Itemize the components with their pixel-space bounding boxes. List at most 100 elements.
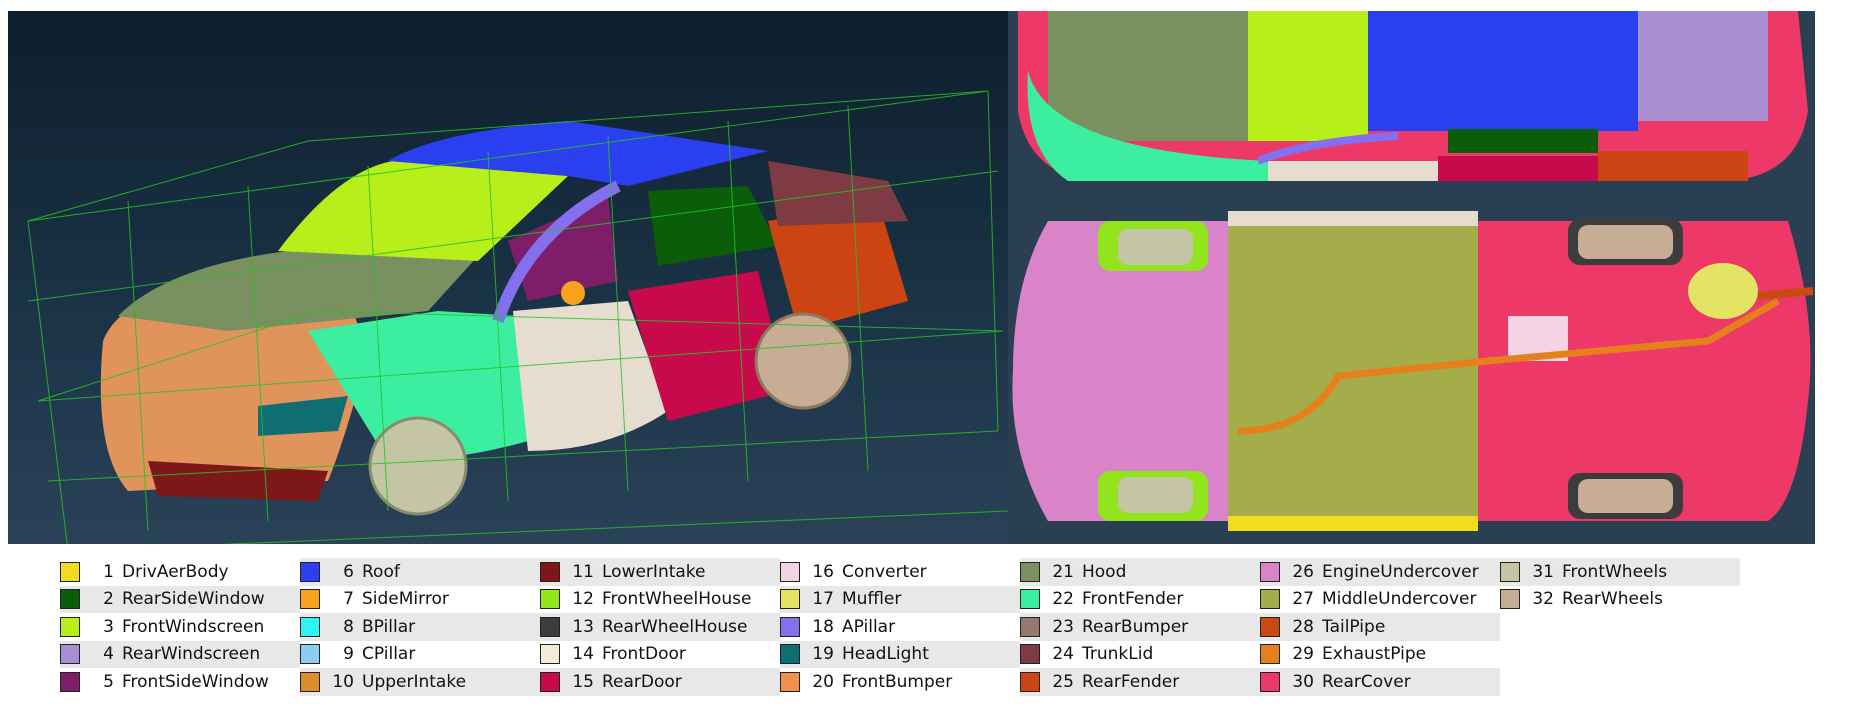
roof	[388, 121, 768, 186]
legend-number: 26	[1292, 561, 1314, 582]
legend-label: FrontFender	[1082, 589, 1184, 610]
legend-swatch	[780, 561, 800, 582]
legend-label: FrontWheelHouse	[602, 589, 752, 610]
side-mirror	[561, 281, 585, 305]
legend-label: HeadLight	[842, 644, 929, 665]
legend-number: 15	[572, 671, 594, 692]
legend-number: 6	[343, 561, 354, 582]
legend-number: 5	[103, 671, 114, 692]
legend-swatch	[60, 616, 80, 637]
legend-label: FrontWheels	[1562, 561, 1668, 582]
legend-swatch	[780, 589, 800, 610]
perspective-view	[27, 90, 1008, 544]
lower-intake	[148, 461, 328, 501]
front-wheel	[368, 416, 468, 516]
legend-swatch	[1260, 616, 1280, 637]
legend-number: 4	[103, 644, 114, 665]
legend-label: FrontBumper	[842, 671, 953, 692]
legend-swatch	[540, 671, 560, 692]
legend-label: RearBumper	[1082, 616, 1189, 637]
rear-door	[628, 271, 788, 421]
legend-item: 27 MiddleUndercover	[1260, 586, 1500, 614]
legend-number: 11	[572, 561, 594, 582]
legend-number: 18	[812, 616, 834, 637]
legend-swatch	[1020, 644, 1040, 665]
legend-number: 8	[343, 616, 354, 637]
legend-label: Muffler	[842, 589, 902, 610]
legend-number: 3	[103, 616, 114, 637]
legend-label: BPillar	[362, 616, 416, 637]
legend-item: 18 APillar	[780, 613, 1020, 641]
legend-label: RearFender	[1082, 671, 1180, 692]
legend-swatch	[1020, 616, 1040, 637]
legend-swatch	[300, 644, 320, 665]
rear-side-window	[648, 186, 778, 266]
legend-label: RearSideWindow	[122, 589, 265, 610]
bottom-view	[1008, 201, 1815, 544]
legend-swatch	[1500, 561, 1520, 582]
a-pillar	[492, 180, 621, 323]
legend-number: 24	[1052, 644, 1074, 665]
render-viewport	[8, 11, 1815, 544]
legend-label: Hood	[1082, 561, 1127, 582]
legend-swatch	[1020, 561, 1040, 582]
legend-number: 14	[572, 644, 594, 665]
legend-swatch	[1260, 561, 1280, 582]
legend-swatch	[1020, 671, 1040, 692]
legend-number: 10	[332, 671, 354, 692]
legend-number: 16	[812, 561, 834, 582]
legend-number: 23	[1052, 616, 1074, 637]
legend-label: FrontDoor	[602, 644, 686, 665]
legend-label: CPillar	[362, 644, 416, 665]
headlight	[258, 396, 348, 436]
legend-item: 8 BPillar	[300, 613, 540, 641]
rear-fender	[768, 201, 908, 331]
legend-number: 29	[1292, 644, 1314, 665]
trunk	[768, 161, 908, 226]
legend-item: 32 RearWheels	[1500, 586, 1740, 614]
legend-label: Converter	[842, 561, 927, 582]
legend-number: 1	[103, 561, 114, 582]
legend-swatch	[300, 616, 320, 637]
legend-label: TrunkLid	[1082, 644, 1154, 665]
legend-number: 27	[1292, 589, 1314, 610]
legend-label: APillar	[842, 616, 896, 637]
legend-swatch	[1260, 644, 1280, 665]
legend-number: 21	[1052, 561, 1074, 582]
legend-label: UpperIntake	[362, 671, 467, 692]
legend-item: 2 RearSideWindow	[60, 585, 300, 613]
legend-swatch	[540, 616, 560, 637]
legend-number: 32	[1532, 589, 1554, 610]
legend-label: RearWheels	[1562, 589, 1663, 610]
front-fender	[308, 311, 528, 461]
legend-item: 24 TrunkLid	[1020, 641, 1260, 669]
legend-label: RearDoor	[602, 671, 682, 692]
legend-number: 13	[572, 616, 594, 637]
legend-number: 2	[103, 589, 114, 610]
legend-item: 3 FrontWindscreen	[60, 613, 300, 641]
legend-swatch	[780, 616, 800, 637]
legend-number: 28	[1292, 616, 1314, 637]
legend-swatch	[300, 671, 320, 692]
legend-swatch	[540, 561, 560, 582]
legend-swatch	[300, 589, 320, 610]
front-bumper	[100, 273, 369, 491]
legend-label: MiddleUndercover	[1322, 589, 1477, 610]
top-view	[1008, 11, 1815, 201]
legend-swatch	[1260, 589, 1280, 610]
legend-label: FrontWindscreen	[122, 616, 265, 637]
